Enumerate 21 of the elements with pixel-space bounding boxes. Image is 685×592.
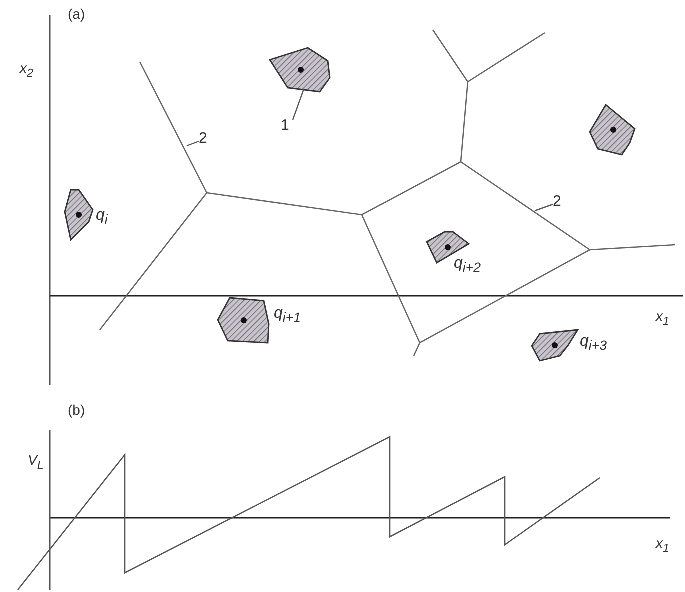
hatched-region [590,105,637,155]
region-label: q$_{i}$ [96,208,108,228]
region-label: q$_{i+2}$ [454,256,482,276]
callout-number: 2 [199,131,208,147]
hatched-region [532,330,578,361]
callout-number: 1 [281,118,290,134]
region-label: q$_{i+3}$ [580,334,608,354]
hatched-region [65,190,93,240]
leader-line [186,140,200,147]
panel-label: (a) [68,6,86,22]
hatched-region [218,298,270,343]
axis-label: x$_{1}$ [656,308,670,330]
leader-line [292,88,305,120]
axis-label: x$_{2}$ [20,60,34,82]
leader-line [534,204,554,212]
region-label: q$_{i+1}$ [274,306,302,326]
panel-label: (b) [68,402,86,418]
axis-label: x$_{1}$ [656,535,670,557]
callout-number: 2 [553,194,562,210]
axis-label: V$_{L}$ [28,452,44,474]
hatched-region [270,48,332,92]
